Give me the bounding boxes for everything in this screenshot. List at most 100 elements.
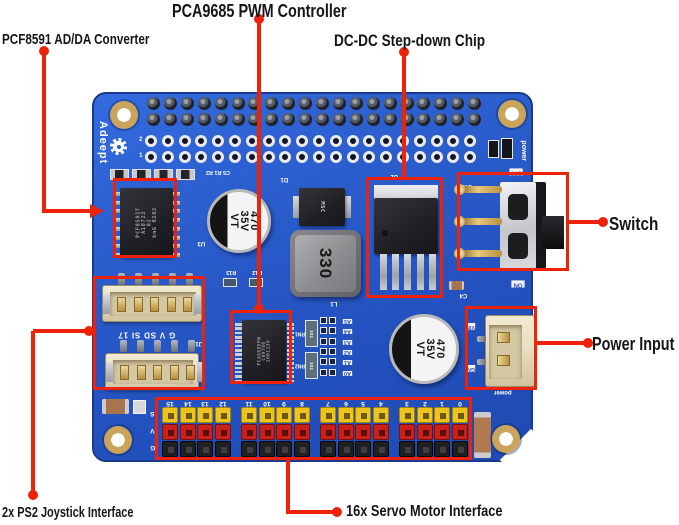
chip-pin <box>235 344 242 348</box>
servo-pin-gnd <box>197 441 213 457</box>
gpio-hole <box>195 135 208 147</box>
highlight-box-dcdc <box>366 177 443 298</box>
chip-pin <box>235 379 242 383</box>
gpio-pin <box>265 97 279 110</box>
chip-pin <box>113 218 120 223</box>
connector-clip <box>103 294 110 314</box>
servo-pin-vcc <box>179 424 196 440</box>
gpio-hole <box>262 151 275 163</box>
servo-pin-vcc <box>197 424 213 440</box>
chip-pin <box>235 349 242 352</box>
smd-bottom-left <box>133 400 146 414</box>
pin-leg <box>171 340 178 352</box>
leader-line-pca-v <box>257 19 261 310</box>
mounting-hole-top-right <box>498 100 526 128</box>
servo-pin-vcc <box>372 424 389 440</box>
servo-pin-signal <box>451 407 468 423</box>
connector-pin <box>186 365 195 380</box>
chip-pin <box>113 200 120 205</box>
leader-line-ps2-h <box>33 329 86 333</box>
cap-marking-line: VT <box>413 341 426 357</box>
gpio-hole <box>245 135 258 147</box>
smd-c4 <box>449 281 464 290</box>
silkscreen-l1: L1 <box>330 300 338 307</box>
cap-marking-line: 35V <box>238 210 251 232</box>
gpio-hole <box>178 135 191 147</box>
pin-leg <box>120 340 127 352</box>
gpio-hole <box>212 151 225 163</box>
switch-slot-top <box>508 194 528 220</box>
gpio-hole <box>346 135 359 147</box>
servo-pin-gnd <box>434 441 450 457</box>
cap-marking-line: 35V <box>423 338 436 360</box>
pin-leg <box>154 340 161 352</box>
pin-leg <box>169 273 176 285</box>
jumper-pad <box>320 327 327 335</box>
analog-label: A4 <box>342 328 353 335</box>
servo-pin-gnd <box>276 441 292 457</box>
smd-resistor-network: 101 <box>305 352 318 379</box>
servo-pin-signal <box>197 407 213 423</box>
pin-leg <box>118 273 125 285</box>
silkscreen-d1: D1 <box>280 176 289 183</box>
gpio-pin <box>468 113 482 126</box>
gpio-pin <box>417 97 431 110</box>
gpio-row-label: 1 <box>139 152 143 159</box>
servo-pin-gnd <box>258 441 275 457</box>
gpio-hole <box>279 151 292 163</box>
connector-pin <box>497 355 510 366</box>
gpio-pin <box>163 113 177 126</box>
pin-leg <box>135 273 142 285</box>
smd-r13 <box>223 278 237 287</box>
gpio-pin <box>451 97 465 110</box>
silkscreen-u3: U3 <box>197 240 206 247</box>
servo-pin-signal <box>276 407 292 423</box>
leader-dot-power <box>583 338 593 348</box>
connector-pin <box>183 297 192 312</box>
jumper-pad <box>329 337 336 345</box>
servo-pin-vcc <box>337 424 354 440</box>
leader-dot-pca-top <box>254 14 264 24</box>
gpio-hole <box>313 151 325 163</box>
jumper-pad <box>320 337 327 345</box>
dcdc-chip <box>374 198 438 254</box>
gpio-hole <box>430 135 443 147</box>
gpio-hole <box>363 135 376 147</box>
silkscreen-c4: C4 <box>459 292 468 299</box>
chip-pin <box>235 331 242 335</box>
dcdc-leg <box>416 254 424 290</box>
gpio-pin <box>282 113 296 126</box>
servo-pin-signal <box>399 407 415 423</box>
servo-pin-vcc <box>320 424 336 440</box>
gpio-hole <box>447 151 460 163</box>
leader-line-dcdc-v <box>402 52 406 177</box>
jumper-pad <box>320 347 327 355</box>
label-pcf8591: PCF8591 AD/DA Converter <box>2 31 150 48</box>
gpio-pin <box>197 97 211 110</box>
gpio-pin <box>147 113 160 126</box>
switch-actuator <box>542 216 564 249</box>
gpio-hole <box>229 135 241 147</box>
gpio-pin <box>451 113 465 126</box>
connector-pin <box>153 365 162 380</box>
silkscreen-r13: R13 <box>226 269 237 276</box>
highlight-box-pca9685 <box>230 310 292 384</box>
gpio-pin <box>366 113 380 126</box>
leader-dot-ps2-label <box>28 490 38 500</box>
gpio-pin <box>349 97 363 110</box>
gpio-hole <box>329 151 342 163</box>
chip-pin <box>235 370 242 374</box>
gpio-hole <box>178 151 191 163</box>
gpio-hole <box>161 151 174 163</box>
gpio-hole <box>195 151 208 163</box>
gpio-pin <box>299 113 313 126</box>
connector-pin <box>150 297 159 312</box>
gpio-pin <box>468 97 482 110</box>
gpio-hole <box>245 151 258 163</box>
gpio-pin <box>349 113 363 126</box>
jumper-pad <box>320 358 327 366</box>
